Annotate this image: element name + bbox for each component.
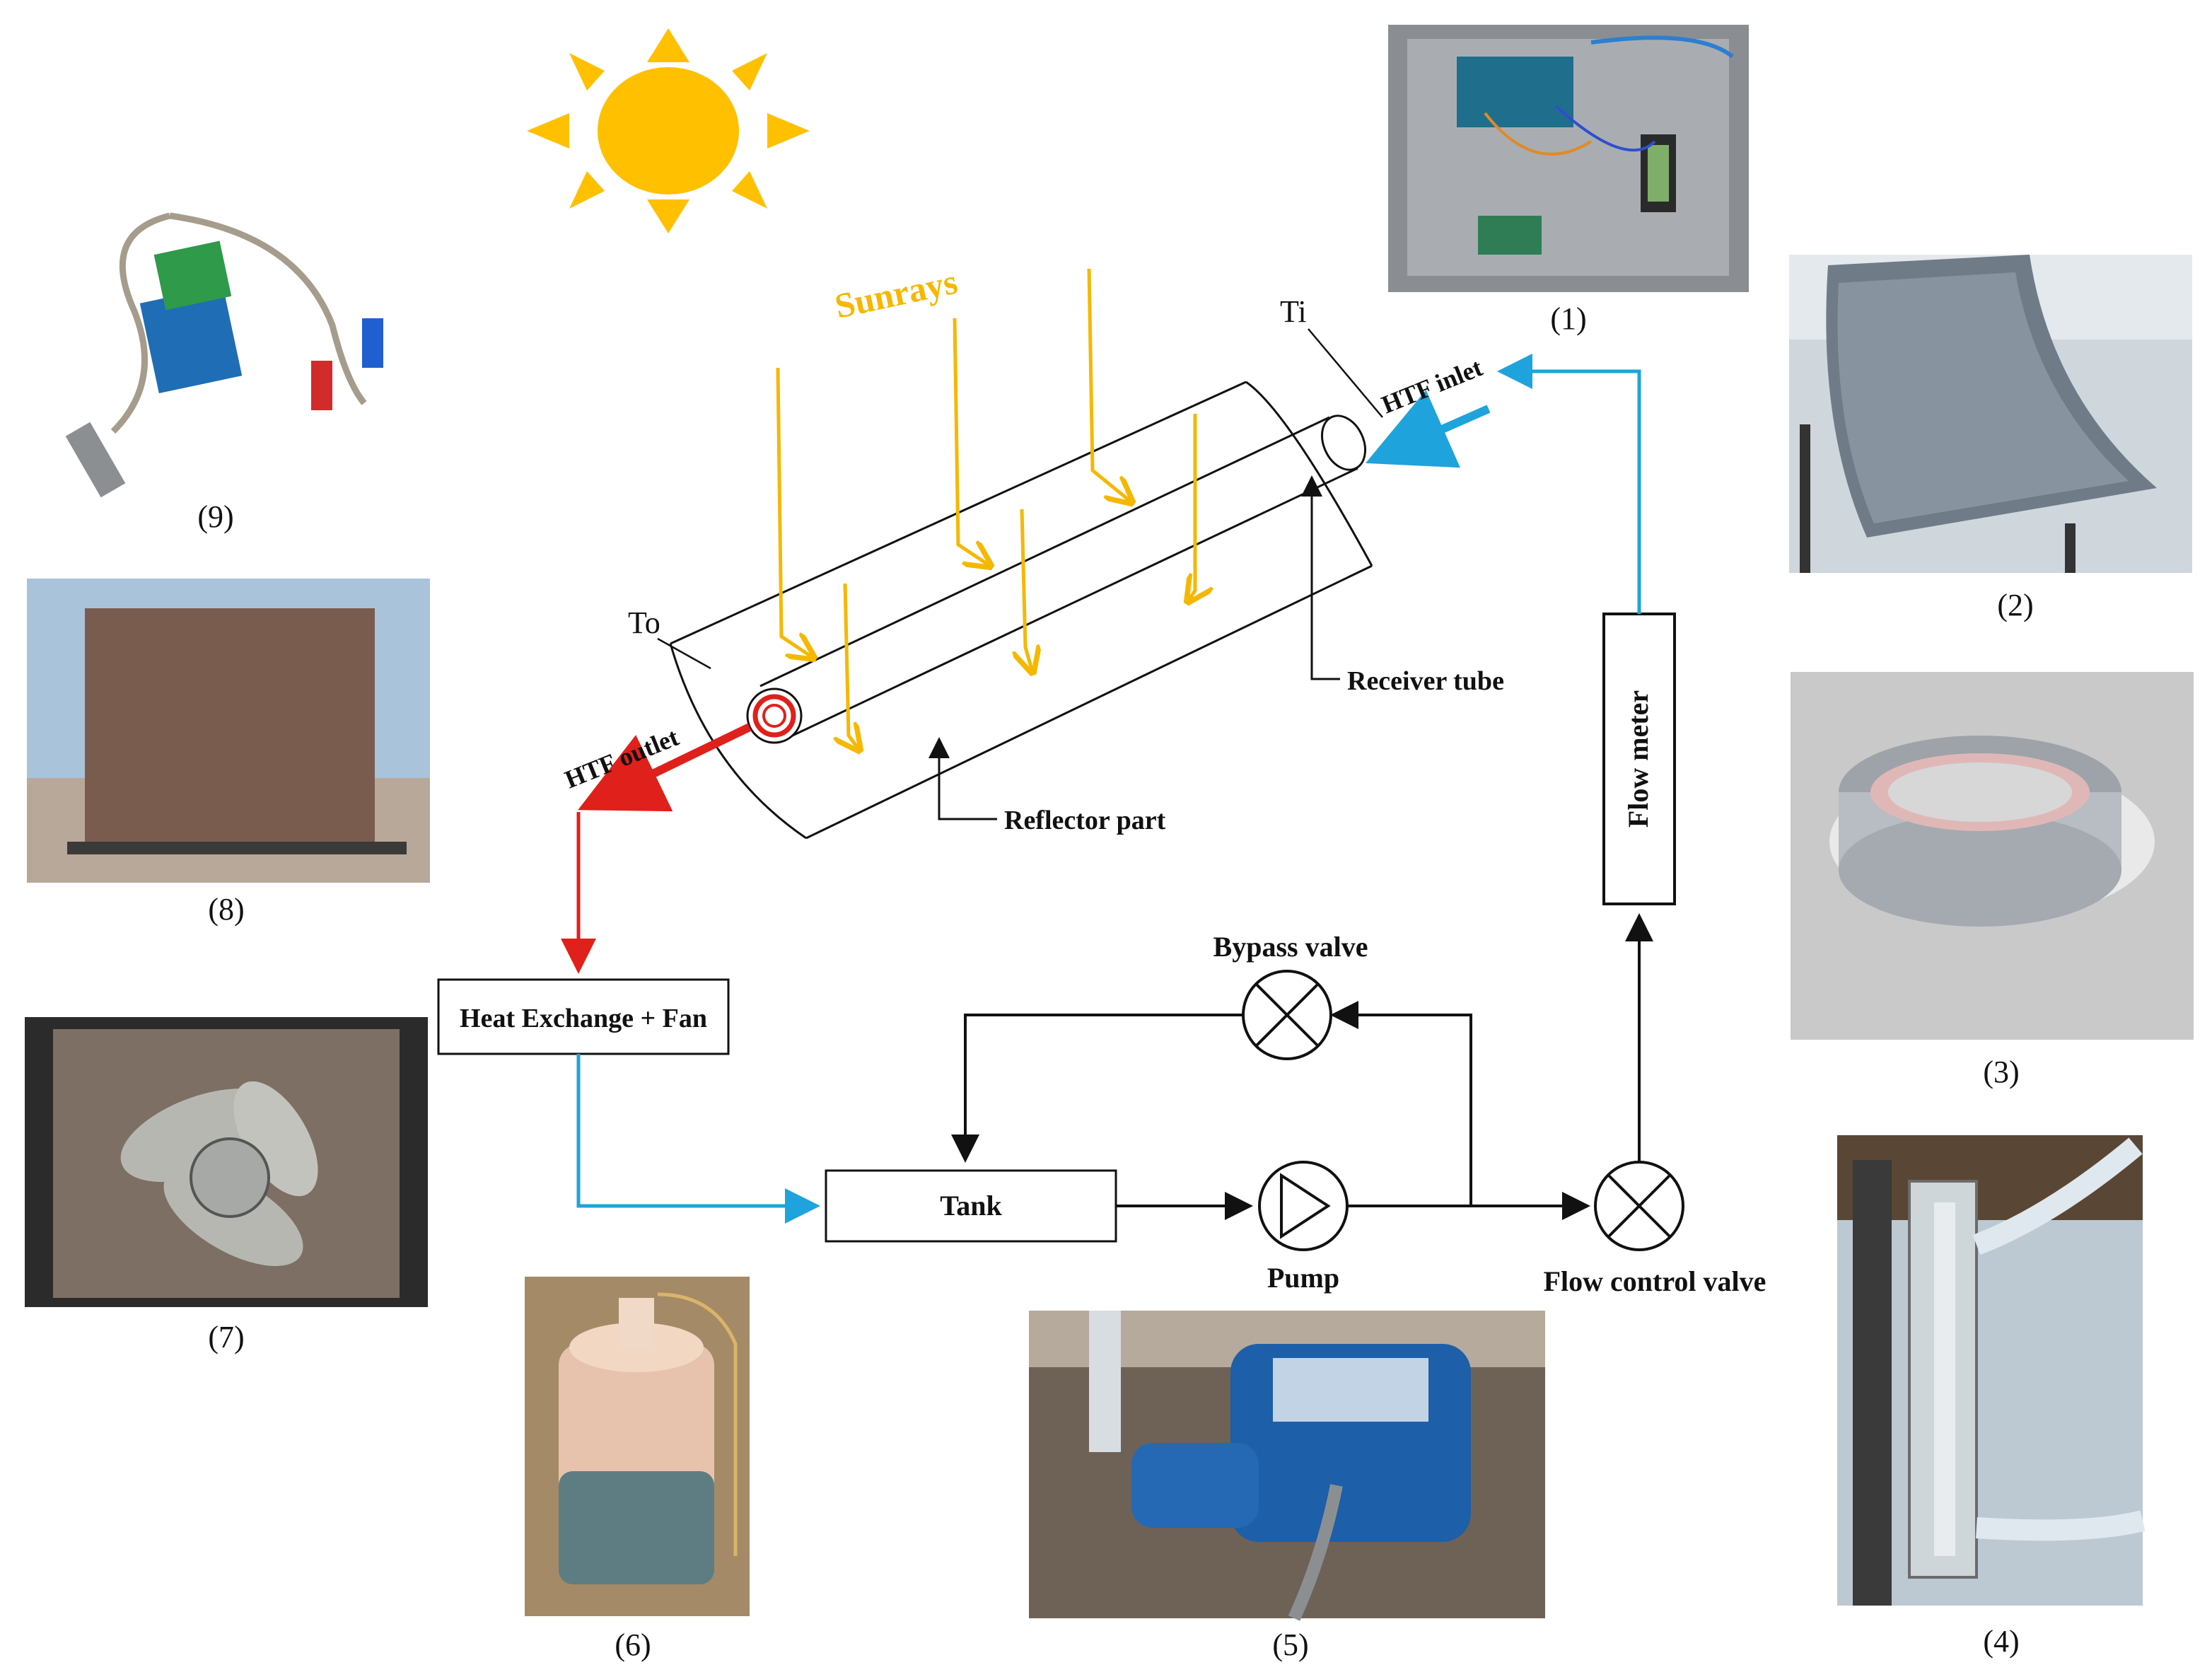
tank-label: Tank: [940, 1190, 1002, 1222]
htf-inlet-label: HTF inlet: [1378, 353, 1486, 419]
photo-2-reflector: [1789, 255, 2192, 573]
parabolic-collector: [669, 381, 1373, 840]
flow-control-valve-icon: [1594, 1161, 1684, 1251]
photo-1-caption: (1): [1550, 301, 1586, 336]
photo-4-rotameter: [1837, 1135, 2146, 1606]
sun-icon: [527, 28, 810, 233]
pump-icon: [1258, 1161, 1349, 1251]
reflector-part-label: Reflector part: [1004, 806, 1166, 835]
sunrays-label: Sunrays: [832, 262, 961, 326]
to-label: To: [628, 605, 660, 640]
flow-control-valve-label: Flow control valve: [1544, 1265, 1766, 1297]
photo-9-caption: (9): [197, 499, 233, 534]
photo-5-caption: (5): [1272, 1627, 1308, 1662]
bypass-valve-label: Bypass valve: [1213, 931, 1368, 963]
receiver-tube-pointer: [1301, 475, 1340, 680]
heat-exchanger-label: Heat Exchange + Fan: [460, 1004, 707, 1033]
ti-label: Ti: [1280, 294, 1307, 329]
flow-meter-label: Flow meter: [1622, 690, 1654, 828]
receiver-tube-outlet: [746, 687, 803, 744]
bypass-branch-line: [1330, 1001, 1472, 1206]
sunrays-arrows: [776, 268, 1195, 750]
photo-5-water-pump: [1029, 1311, 1545, 1621]
photo-8-caption: (8): [208, 892, 244, 927]
reflector-part-pointer: [929, 737, 997, 820]
htf-inlet-arrow: [1366, 390, 1491, 468]
htf-outlet-arrow: [578, 723, 752, 812]
photo-6-tank: [525, 1277, 750, 1616]
pump-label: Pump: [1267, 1262, 1339, 1294]
photo-2-caption: (2): [1997, 588, 2033, 622]
photo-9-thermocouple: [64, 202, 424, 499]
photo-7-fan: [25, 1017, 428, 1307]
photo-3-caption: (3): [1983, 1055, 2019, 1089]
bypass-valve-icon: [1242, 970, 1332, 1060]
cold-line-to-tank: [576, 1054, 820, 1224]
photo-6-caption: (6): [615, 1627, 651, 1662]
tank-box: [825, 1169, 1117, 1243]
flow-meter-box: [1602, 613, 1676, 905]
htf-outlet-label: HTF outlet: [561, 723, 682, 794]
photo-1-arduino-enclosure: [1388, 25, 1749, 292]
photo-8-heat-exchanger: [27, 579, 430, 883]
receiver-tube-label: Receiver tube: [1347, 666, 1504, 696]
heat-exchanger-box: [437, 978, 730, 1055]
cold-line-to-inlet: [1497, 354, 1641, 614]
photo-3-aluminium-tape: [1791, 672, 2194, 1040]
photo-4-caption: (4): [1983, 1624, 2019, 1659]
bypass-return-line: [951, 1014, 1243, 1163]
photo-7-caption: (7): [208, 1320, 244, 1354]
